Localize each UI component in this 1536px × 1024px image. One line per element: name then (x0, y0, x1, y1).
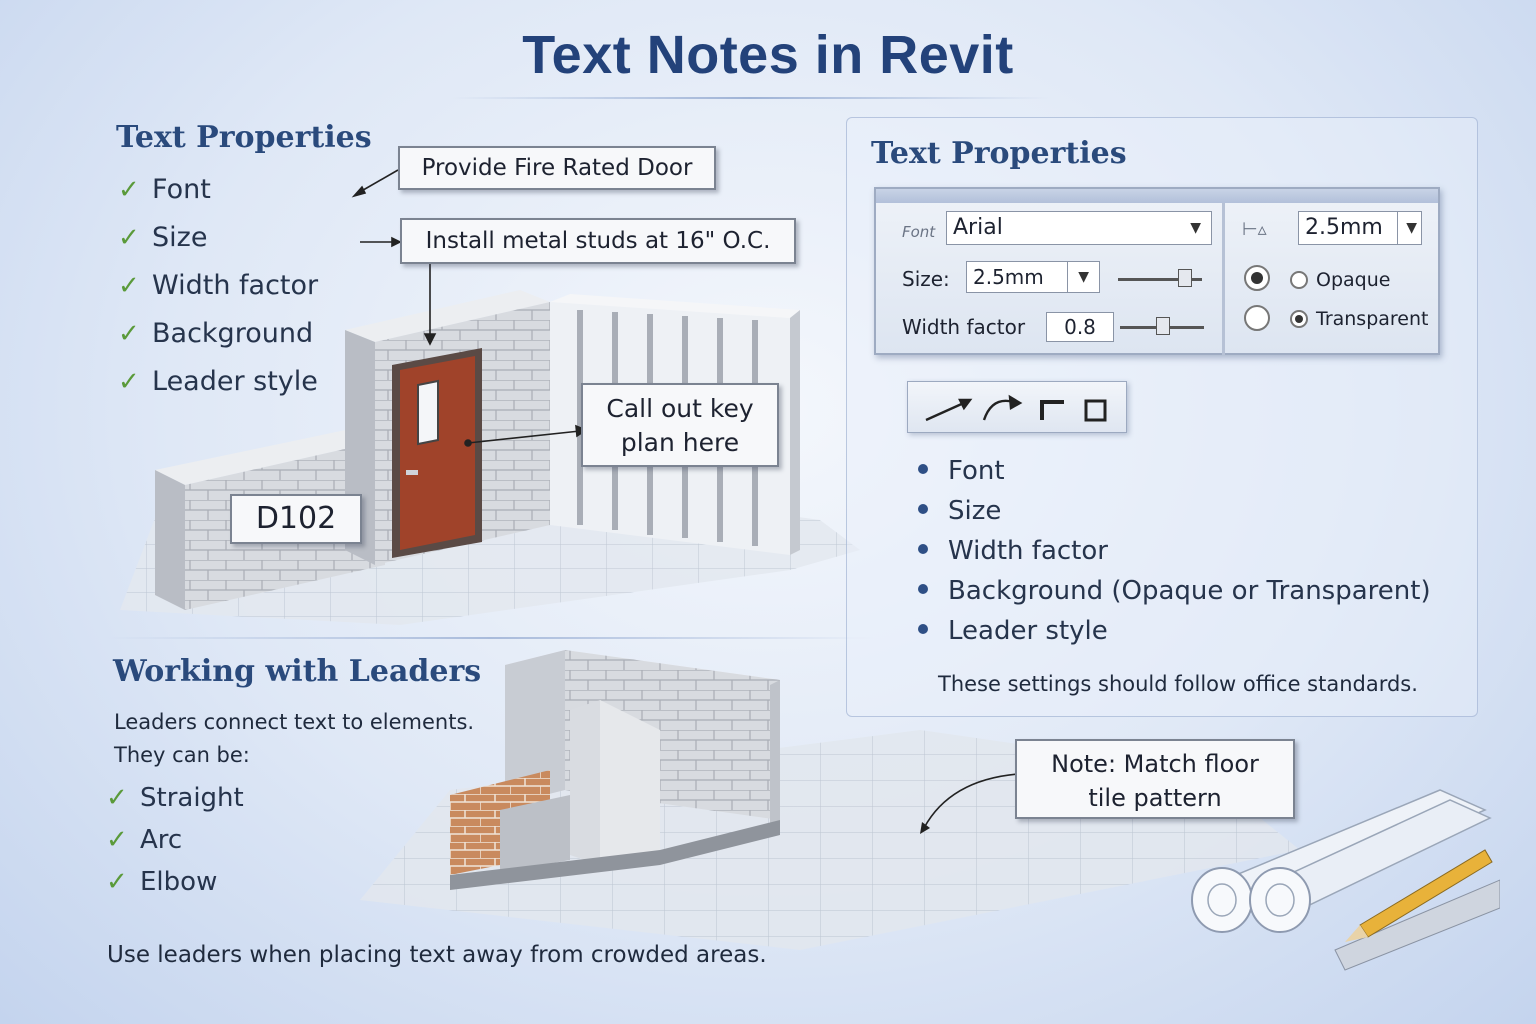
low-wall-top (155, 428, 385, 485)
pencil (1345, 849, 1493, 942)
floor-note-callout[interactable]: Note: Match floor tile pattern (1015, 739, 1295, 819)
width-factor-slider-thumb[interactable] (1156, 317, 1170, 335)
checkmark-icon: ✓ (118, 319, 140, 349)
font-select[interactable]: Arial ▼ (946, 211, 1212, 245)
upper-leader-lines (351, 169, 588, 447)
leaders-tip: Use leaders when placing text away from … (107, 942, 767, 968)
list-item: Size (918, 496, 1001, 526)
door-handle (406, 470, 418, 475)
background-radio-large-1[interactable] (1244, 265, 1270, 291)
wall-section-illustration (360, 650, 1500, 971)
list-item: ✓Font (118, 174, 211, 205)
page-title: Text Notes in Revit (522, 25, 1014, 85)
width-factor-label: Width factor (902, 315, 1026, 339)
office-standards-note: These settings should follow office stan… (938, 672, 1418, 696)
transparent-label: Transparent (1316, 308, 1429, 330)
bullet-icon (918, 583, 928, 594)
chevron-down-icon: ▼ (1397, 212, 1417, 244)
checkmark-icon: ✓ (118, 271, 140, 301)
title-divider (450, 97, 1050, 99)
checkmark-icon: ✓ (118, 223, 140, 253)
fire-door-callout[interactable]: Provide Fire Rated Door (398, 146, 716, 190)
checkmark-icon: ✓ (106, 783, 128, 813)
font-icon: Font (902, 223, 936, 241)
elbow-icon[interactable] (1040, 400, 1064, 420)
bullet-icon (918, 623, 928, 634)
size-slider-thumb[interactable] (1178, 269, 1192, 287)
ruler (1334, 879, 1500, 971)
list-item: ✓Straight (106, 783, 244, 813)
checkmark-icon: ✓ (106, 867, 128, 897)
text-properties-dialog: Font Arial ▼ Size: 2.5mm ▼ Width factor … (874, 187, 1440, 355)
wall-door-illustration (120, 290, 860, 625)
arc-arrow-icon[interactable] (982, 394, 1023, 421)
size-label: Size: (902, 267, 950, 291)
width-factor-input[interactable]: 0.8 (1046, 312, 1114, 342)
right-properties-heading: Text Properties (871, 136, 1127, 171)
leader-style-toolbar (907, 381, 1127, 433)
size-slider-track[interactable] (1118, 278, 1202, 281)
transparent-radio[interactable] (1290, 310, 1308, 328)
chevron-down-icon: ▼ (1190, 220, 1201, 236)
opaque-label: Opaque (1316, 269, 1391, 291)
leaders-intro-line1: Leaders connect text to elements. (114, 710, 475, 734)
list-item: Background (Opaque or Transparent) (918, 576, 1431, 606)
checkmark-icon: ✓ (118, 367, 140, 397)
bullet-icon (918, 463, 928, 474)
door-tag[interactable]: D102 (230, 494, 362, 544)
blueprint-rolls (1191, 789, 1492, 933)
dialog-divider (1222, 203, 1225, 355)
key-plan-callout[interactable]: Call out key plan here (581, 383, 779, 467)
tall-wall-top (345, 290, 550, 342)
wall-base (450, 820, 780, 890)
opaque-radio[interactable] (1290, 271, 1308, 289)
left-properties-heading: Text Properties (116, 120, 372, 155)
box-icon[interactable] (1084, 399, 1107, 422)
checkmark-icon: ✓ (118, 175, 140, 205)
tab-size-select[interactable]: 2.5mm ▼ (1298, 211, 1422, 245)
list-item: Width factor (918, 536, 1108, 566)
straight-arrow-icon[interactable] (925, 398, 973, 422)
size-select[interactable]: 2.5mm ▼ (966, 261, 1100, 293)
section-divider (105, 637, 875, 639)
leaders-heading: Working with Leaders (113, 654, 482, 689)
bullet-icon (918, 503, 928, 514)
chevron-down-icon: ▼ (1067, 262, 1089, 292)
bullet-icon (918, 543, 928, 554)
list-item: ✓Size (118, 222, 208, 253)
list-item: ✓Leader style (118, 366, 318, 397)
checkmark-icon: ✓ (106, 825, 128, 855)
list-item: Leader style (918, 616, 1108, 646)
metal-studs-callout[interactable]: Install metal studs at 16" O.C. (400, 218, 796, 264)
background-radio-large-2[interactable] (1244, 305, 1270, 331)
tab-size-icon: ⊢▵ (1242, 219, 1267, 240)
list-item: ✓Arc (106, 825, 183, 855)
door-window (417, 379, 439, 446)
dialog-title-bar (876, 189, 1438, 203)
list-item: ✓Elbow (106, 867, 218, 897)
floor-note-leader (920, 773, 1019, 834)
list-item: ✓Width factor (118, 270, 319, 301)
list-item: ✓Background (118, 318, 314, 349)
list-item: Font (918, 456, 1005, 486)
leaders-intro-line2: They can be: (114, 743, 250, 767)
